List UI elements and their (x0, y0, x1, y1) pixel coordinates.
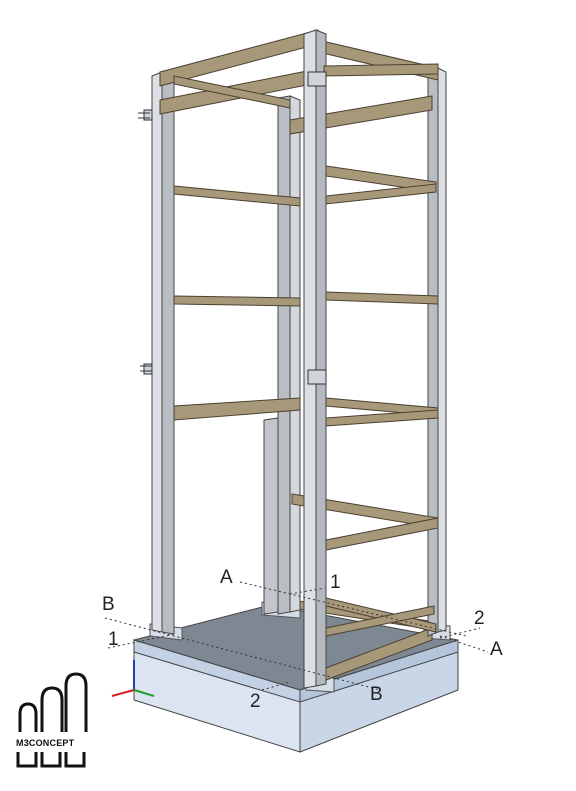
slab-right-edge (299, 639, 459, 703)
bolt-connectors (138, 71, 327, 385)
axis-label-1-left: 1 (108, 629, 119, 650)
m3concept-logo: M3CONCEPT (16, 672, 88, 768)
axis-label-2-bottom: 2 (250, 691, 261, 712)
coordinate-triad-icon (111, 660, 155, 697)
front-column (303, 29, 327, 689)
logo-base-icon (16, 752, 86, 768)
axis-label-2-right: 2 (474, 608, 485, 629)
left-column (151, 71, 175, 635)
logo-text: M3CONCEPT (16, 738, 75, 748)
back-column (263, 95, 301, 615)
axis-label-a-top: A (220, 567, 233, 588)
front-beams (323, 63, 439, 637)
axis-label-a-right: A (490, 639, 503, 660)
grid-axes (104, 581, 489, 691)
logo-arches-icon (18, 672, 88, 732)
right-side-beams (289, 39, 439, 633)
axis-label-1-top: 1 (330, 572, 341, 593)
inner-column (263, 417, 279, 615)
axis-label-b-bottom: B (370, 684, 383, 705)
right-column (427, 67, 447, 637)
axis-label-b-left: B (102, 594, 115, 615)
